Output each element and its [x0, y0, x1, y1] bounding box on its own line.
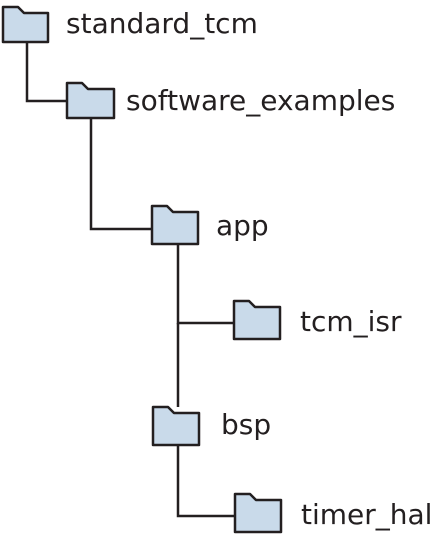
connector-lines [25, 42, 235, 518]
folder-icon-standard-tcm [1, 5, 50, 44]
folder-icon-bsp [151, 405, 201, 447]
folder-icon-software-examples [65, 81, 116, 120]
folder-label-tcm-isr: tcm_isr [300, 305, 402, 338]
folder-label-timer-hal: timer_hal [301, 498, 433, 531]
folder-icon-timer-hal [233, 492, 283, 534]
connector-bsp-to-timer-hal [176, 445, 235, 518]
folder-label-standard-tcm: standard_tcm [66, 7, 258, 40]
connector-software-examples-to-app [89, 118, 152, 231]
folder-label-bsp: bsp [221, 408, 272, 441]
connector-app-to-tcm-isr [176, 244, 234, 325]
connector-standard-tcm-to-software-examples [25, 42, 67, 103]
folder-icon-tcm-isr [232, 299, 282, 341]
folder-label-app: app [216, 209, 269, 242]
folder-label-software-examples: software_examples [126, 84, 396, 117]
folder-icon-app [150, 204, 200, 246]
